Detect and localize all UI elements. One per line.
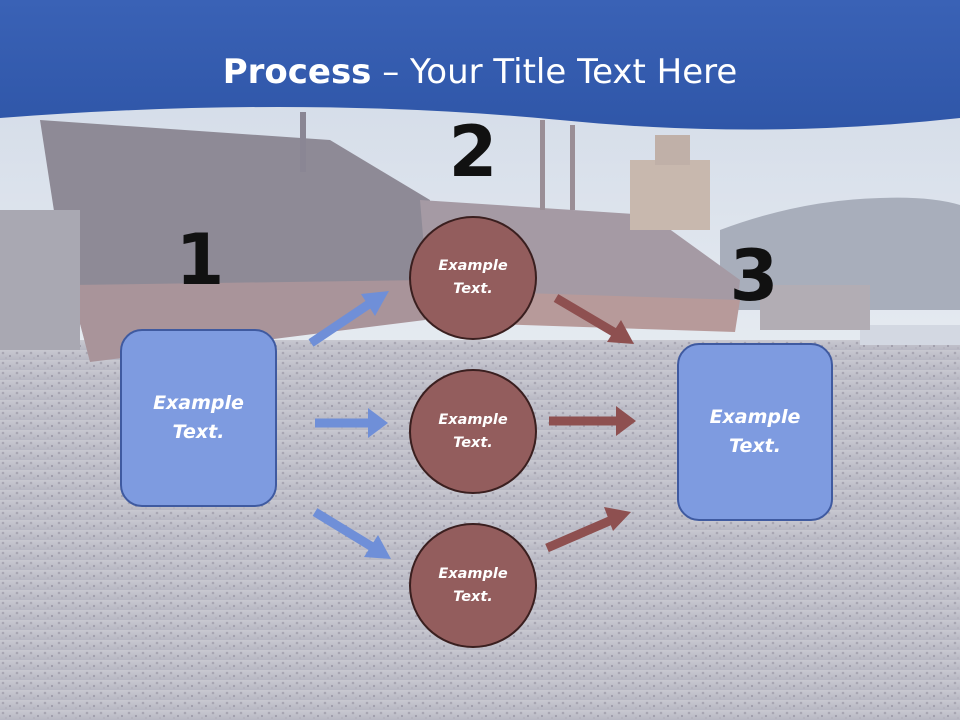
circle-middle-label: Example Text. [438,411,508,451]
slide-title: Process – Your Title Text Here [0,52,960,92]
start-box-label: Example Text. [153,392,244,443]
arrow-start-to-top [308,291,389,347]
circle-top: Example Text. [409,216,537,340]
circle-middle: Example Text. [409,369,537,494]
start-box: Example Text. [120,329,277,507]
title-rest: – Your Title Text Here [371,52,738,92]
end-box: Example Text. [677,343,833,521]
title-bold: Process [222,52,372,92]
step-number-1: 1 [175,219,225,301]
arrow-top-to-end [553,294,634,344]
arrow-start-to-bottom [312,508,391,559]
step-number-2: 2 [448,111,498,193]
circle-top-label: Example Text. [438,258,508,297]
arrow-middle-to-end [549,406,636,436]
step-number-3: 3 [729,235,779,317]
arrow-start-to-middle [315,408,388,438]
arrow-bottom-to-end [545,507,631,553]
circle-bottom: Example Text. [409,523,537,648]
end-box-label: Example Text. [709,406,801,457]
circle-bottom-label: Example Text. [438,565,508,605]
